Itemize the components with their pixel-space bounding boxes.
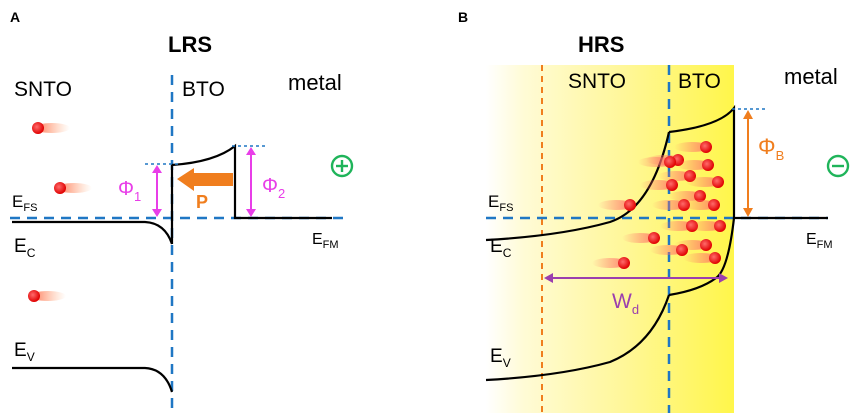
electron (650, 244, 688, 256)
electron (28, 290, 66, 302)
panel-b-ec-label: EC (490, 236, 512, 260)
panel-a-efs-label: EFS (12, 192, 37, 214)
electron (676, 159, 714, 171)
electron (682, 199, 720, 211)
electron (622, 232, 660, 244)
electron (640, 179, 678, 191)
panel-a-title: LRS (168, 32, 212, 57)
panel-b-ev-label: EV (490, 346, 511, 370)
panel-a-efm-label: EFM (312, 231, 339, 251)
electron (592, 257, 630, 269)
phib-label: ΦB (758, 134, 784, 163)
panel-a-conduction-band (12, 220, 174, 245)
phi2-label: Φ2 (262, 175, 285, 201)
polarization-arrow (177, 168, 233, 191)
panel-b-efm-label: EFM (806, 231, 833, 251)
electron (686, 176, 724, 188)
panel-a-valence-band (12, 366, 174, 393)
panel-b-conduction-band (485, 131, 671, 242)
electron (638, 156, 676, 168)
electron (688, 220, 726, 232)
panel-b: B HRS SNTO BTO metal ΦB Wd EFS EC (458, 9, 850, 413)
panel-a-bto-label: BTO (182, 78, 225, 101)
electron (668, 190, 706, 202)
negative-charge-icon (826, 154, 850, 178)
positive-charge-icon (330, 154, 354, 178)
panel-a: A LRS SNTO BTO metal Φ1 Φ2 P (10, 9, 354, 413)
panel-b-snto-label: SNTO (568, 70, 626, 93)
panel-b-metal-label: metal (784, 64, 838, 89)
panel-b-bto-barrier-top (668, 104, 828, 220)
electron (598, 199, 636, 211)
electron (683, 252, 721, 264)
electron (54, 182, 92, 194)
panel-a-metal-label: metal (288, 70, 342, 95)
panel-b-title: HRS (578, 32, 624, 57)
polarization-label: P (196, 192, 208, 212)
panel-b-efs-label: EFS (488, 192, 513, 214)
panel-b-valence-band (485, 294, 671, 382)
panel-b-letter: B (458, 9, 468, 25)
panel-a-snto-label: SNTO (14, 78, 72, 101)
electron (674, 141, 712, 153)
depletion-region (486, 65, 734, 413)
phi1-label: Φ1 (118, 178, 141, 204)
panel-a-letter: A (10, 9, 20, 25)
panel-a-ec-label: EC (14, 236, 36, 260)
panel-a-ev-label: EV (14, 340, 35, 364)
wd-label: Wd (612, 290, 639, 317)
panel-b-bto-label: BTO (678, 70, 721, 93)
electron (32, 122, 70, 134)
